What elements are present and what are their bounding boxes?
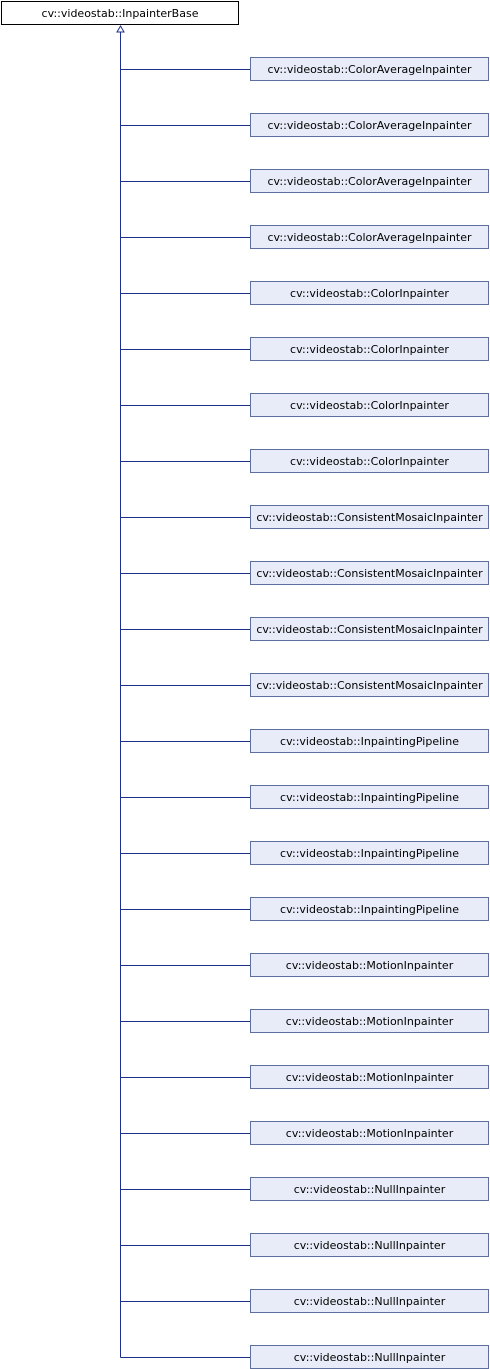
derived-class-label: cv::videostab::ColorAverageInpainter: [267, 230, 472, 244]
derived-class-label: cv::videostab::MotionInpainter: [285, 958, 454, 972]
derived-class-label: cv::videostab::MotionInpainter: [285, 1014, 454, 1028]
derived-class-node[interactable]: cv::videostab::NullInpainter: [250, 1345, 489, 1369]
derived-class-node[interactable]: cv::videostab::ConsistentMosaicInpainter: [250, 617, 489, 641]
base-class-node: cv::videostab::InpainterBase: [1, 1, 239, 25]
derived-class-node[interactable]: cv::videostab::ColorInpainter: [250, 337, 489, 361]
derived-class-label: cv::videostab::NullInpainter: [293, 1350, 446, 1364]
derived-class-node[interactable]: cv::videostab::ConsistentMosaicInpainter: [250, 673, 489, 697]
derived-class-label: cv::videostab::NullInpainter: [293, 1182, 446, 1196]
derived-class-label: cv::videostab::ConsistentMosaicInpainter: [256, 566, 483, 580]
derived-class-label: cv::videostab::ConsistentMosaicInpainter: [256, 510, 483, 524]
derived-class-label: cv::videostab::NullInpainter: [293, 1238, 446, 1252]
derived-class-label: cv::videostab::InpaintingPipeline: [280, 734, 459, 748]
derived-class-node[interactable]: cv::videostab::ColorAverageInpainter: [250, 169, 489, 193]
derived-class-node[interactable]: cv::videostab::NullInpainter: [250, 1177, 489, 1201]
derived-class-label: cv::videostab::ConsistentMosaicInpainter: [256, 678, 483, 692]
derived-class-node[interactable]: cv::videostab::InpaintingPipeline: [250, 841, 489, 865]
derived-class-node[interactable]: cv::videostab::MotionInpainter: [250, 953, 489, 977]
derived-class-node[interactable]: cv::videostab::MotionInpainter: [250, 1009, 489, 1033]
derived-class-label: cv::videostab::ColorInpainter: [290, 286, 449, 300]
derived-class-label: cv::videostab::ColorInpainter: [290, 454, 449, 468]
derived-class-label: cv::videostab::ColorAverageInpainter: [267, 62, 472, 76]
derived-class-node[interactable]: cv::videostab::ColorInpainter: [250, 449, 489, 473]
derived-class-label: cv::videostab::NullInpainter: [293, 1294, 446, 1308]
derived-class-node[interactable]: cv::videostab::ColorAverageInpainter: [250, 225, 489, 249]
derived-class-label: cv::videostab::MotionInpainter: [285, 1070, 454, 1084]
derived-class-label: cv::videostab::ConsistentMosaicInpainter: [256, 622, 483, 636]
derived-class-node[interactable]: cv::videostab::ColorAverageInpainter: [250, 57, 489, 81]
derived-class-node[interactable]: cv::videostab::MotionInpainter: [250, 1065, 489, 1089]
derived-class-node[interactable]: cv::videostab::ColorInpainter: [250, 281, 489, 305]
derived-class-node[interactable]: cv::videostab::NullInpainter: [250, 1289, 489, 1313]
derived-class-node[interactable]: cv::videostab::MotionInpainter: [250, 1121, 489, 1145]
derived-class-label: cv::videostab::ColorAverageInpainter: [267, 174, 472, 188]
derived-class-node[interactable]: cv::videostab::NullInpainter: [250, 1233, 489, 1257]
derived-class-label: cv::videostab::ColorAverageInpainter: [267, 118, 472, 132]
derived-class-label: cv::videostab::InpaintingPipeline: [280, 790, 459, 804]
derived-class-node[interactable]: cv::videostab::ConsistentMosaicInpainter: [250, 505, 489, 529]
inheritance-arrowhead: [116, 25, 125, 33]
base-class-label: cv::videostab::InpainterBase: [41, 6, 199, 20]
derived-class-label: cv::videostab::ColorInpainter: [290, 398, 449, 412]
derived-class-label: cv::videostab::MotionInpainter: [285, 1126, 454, 1140]
derived-class-node[interactable]: cv::videostab::InpaintingPipeline: [250, 897, 489, 921]
derived-class-node[interactable]: cv::videostab::InpaintingPipeline: [250, 729, 489, 753]
derived-class-node[interactable]: cv::videostab::InpaintingPipeline: [250, 785, 489, 809]
derived-class-node[interactable]: cv::videostab::ColorInpainter: [250, 393, 489, 417]
derived-class-node[interactable]: cv::videostab::ConsistentMosaicInpainter: [250, 561, 489, 585]
derived-class-label: cv::videostab::InpaintingPipeline: [280, 902, 459, 916]
derived-class-label: cv::videostab::ColorInpainter: [290, 342, 449, 356]
derived-class-label: cv::videostab::InpaintingPipeline: [280, 846, 459, 860]
derived-class-node[interactable]: cv::videostab::ColorAverageInpainter: [250, 113, 489, 137]
